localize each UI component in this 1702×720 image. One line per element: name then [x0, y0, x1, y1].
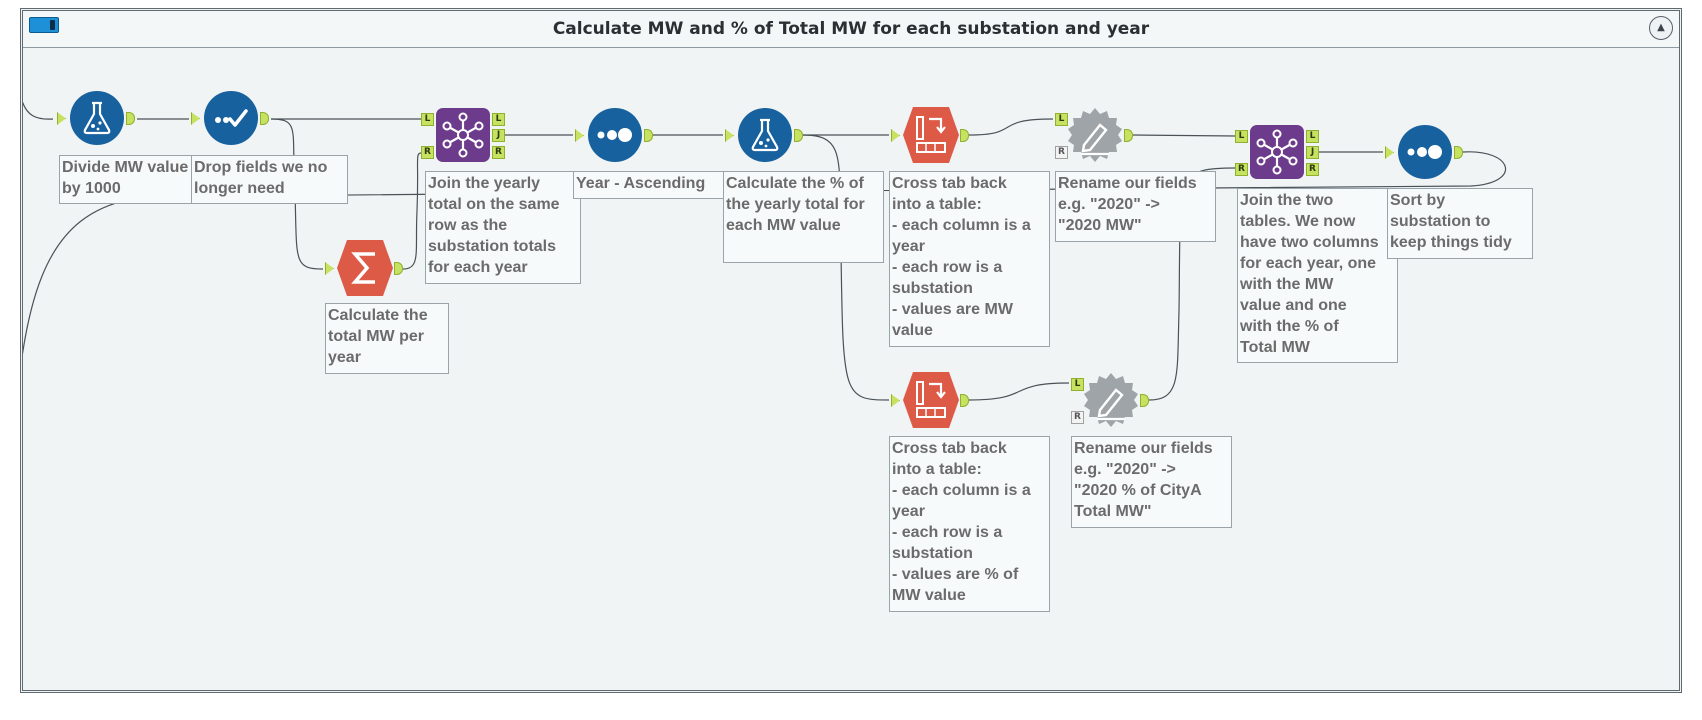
input-anchor[interactable]	[725, 129, 734, 142]
join-output-anchor[interactable]: J	[1306, 146, 1319, 159]
select-tool[interactable]	[191, 90, 271, 146]
dots-icon	[1398, 125, 1452, 179]
output-anchor[interactable]	[260, 112, 269, 125]
annotation-join-1: Join the yearly total on the same row as…	[425, 171, 581, 284]
annotation-rename-1: Rename our fields e.g. "2020" -> "2020 M…	[1055, 171, 1216, 242]
rename-badge-icon	[1084, 373, 1138, 427]
annotation-crosstab-2: Cross tab back into a table: - each colu…	[889, 436, 1050, 612]
annotation-join-2: Join the two tables. We now have two col…	[1237, 188, 1398, 363]
dynamic-rename-tool-2[interactable]: L R	[1071, 372, 1151, 428]
right-output-anchor[interactable]: R	[1306, 163, 1319, 176]
crosstab-icon	[903, 107, 959, 163]
output-anchor[interactable]	[1124, 129, 1133, 142]
input-anchor[interactable]	[191, 112, 200, 125]
output-anchor[interactable]	[1140, 394, 1149, 407]
input-anchor[interactable]	[891, 129, 900, 142]
sigma-icon	[337, 240, 393, 296]
formula-tool-1[interactable]	[57, 90, 137, 146]
annotation-sort-2: Sort by substation to keep things tidy	[1387, 188, 1533, 259]
input-anchor[interactable]	[1385, 146, 1394, 159]
left-output-anchor[interactable]: L	[1306, 130, 1319, 143]
annotation-sort-1: Year - Ascending	[573, 171, 725, 199]
join-icon	[1250, 125, 1304, 179]
crosstab-tool-1[interactable]	[891, 107, 971, 163]
right-input-anchor[interactable]: R	[421, 146, 434, 159]
annotation-crosstab-1: Cross tab back into a table: - each colu…	[889, 171, 1050, 347]
annotation-summarize: Calculate the total MW per year	[325, 303, 449, 374]
right-output-anchor[interactable]: R	[492, 146, 505, 159]
checkmark-icon	[204, 91, 258, 145]
right-input-anchor[interactable]: R	[1055, 146, 1068, 159]
join-icon	[436, 108, 490, 162]
crosstab-icon	[903, 372, 959, 428]
dynamic-rename-tool-1[interactable]: L R	[1055, 107, 1135, 163]
left-input-anchor[interactable]: L	[1055, 113, 1068, 126]
left-output-anchor[interactable]: L	[492, 113, 505, 126]
annotation-formula-1: Divide MW value by 1000	[59, 155, 209, 204]
container-toggle-icon[interactable]	[29, 17, 59, 33]
wire-summarize-to-join1-right	[402, 152, 422, 270]
wire-crosstab1-to-rename1	[968, 118, 1054, 136]
dots-icon	[588, 108, 642, 162]
input-anchor[interactable]	[575, 129, 584, 142]
join-tool-1[interactable]: L R L J R	[421, 107, 505, 163]
output-anchor[interactable]	[1454, 146, 1463, 159]
chevron-up-icon[interactable]: ▲	[1649, 16, 1673, 40]
connection-wires	[23, 101, 1506, 401]
output-anchor[interactable]	[960, 129, 969, 142]
left-input-anchor[interactable]: L	[421, 113, 434, 126]
wire-input-to-formula1	[23, 101, 54, 120]
output-anchor[interactable]	[794, 129, 803, 142]
annotation-rename-2: Rename our fields e.g. "2020" -> "2020 %…	[1071, 436, 1232, 528]
container-title-bar[interactable]: Calculate MW and % of Total MW for each …	[23, 11, 1679, 48]
crosstab-tool-2[interactable]	[891, 372, 971, 428]
right-input-anchor[interactable]: R	[1071, 411, 1084, 424]
input-anchor[interactable]	[57, 112, 66, 125]
join-tool-2[interactable]: L R L J R	[1235, 124, 1319, 180]
sort-tool-2[interactable]	[1385, 124, 1465, 180]
summarize-tool[interactable]	[325, 240, 405, 296]
wire-rename1-to-join2-left	[1132, 134, 1236, 137]
annotation-formula-2: Calculate the % of the yearly total for …	[723, 171, 884, 263]
container-title: Calculate MW and % of Total MW for each …	[552, 19, 1150, 39]
output-anchor[interactable]	[644, 129, 653, 142]
output-anchor[interactable]	[960, 394, 969, 407]
wire-crosstab2-to-rename2	[968, 382, 1070, 401]
rename-badge-icon	[1068, 108, 1122, 162]
join-output-anchor[interactable]: J	[492, 129, 505, 142]
tool-container: Calculate MW and % of Total MW for each …	[20, 8, 1682, 693]
formula-tool-2[interactable]	[725, 107, 805, 163]
input-anchor[interactable]	[891, 394, 900, 407]
flask-icon	[70, 91, 124, 145]
annotation-select: Drop fields we no longer need	[191, 155, 348, 204]
output-anchor[interactable]	[394, 262, 403, 275]
sort-tool-1[interactable]	[575, 107, 655, 163]
input-anchor[interactable]	[325, 262, 334, 275]
output-anchor[interactable]	[126, 112, 135, 125]
left-input-anchor[interactable]: L	[1235, 130, 1248, 143]
right-input-anchor[interactable]: R	[1235, 163, 1248, 176]
flask-icon	[738, 108, 792, 162]
left-input-anchor[interactable]: L	[1071, 378, 1084, 391]
